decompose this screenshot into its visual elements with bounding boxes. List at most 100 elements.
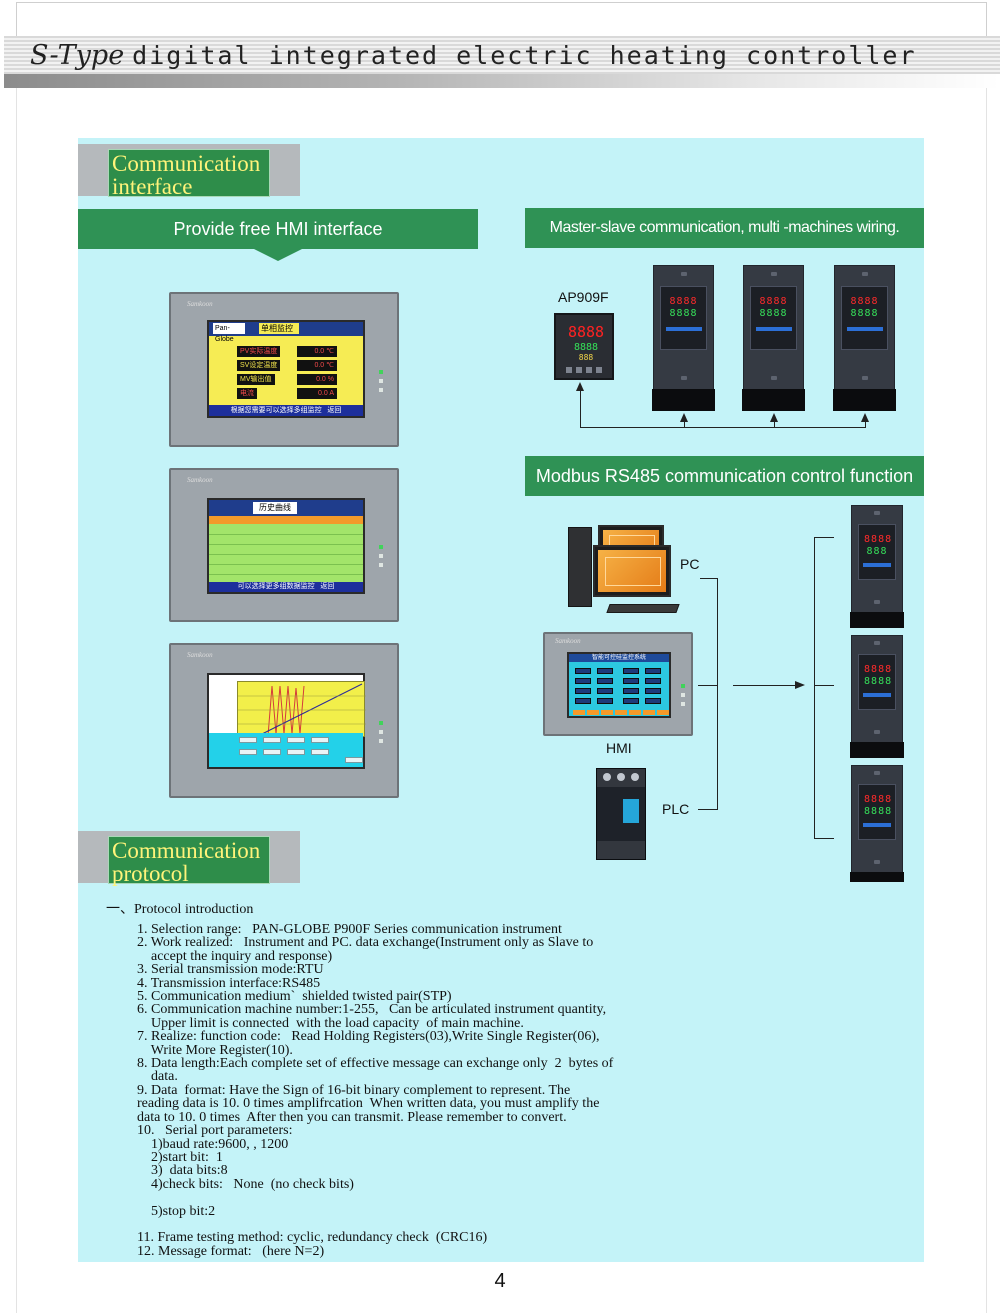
wire [814,838,834,839]
screen-val-current: 0.0 A [297,388,337,399]
controller-face: 8888 8888 [841,286,888,350]
pc-keyboard [606,604,680,613]
wire [717,578,718,810]
brand-mark: S-Type [30,40,125,71]
plc-label: PLC [662,801,690,817]
hmi-small-screen: 智能可控硅监控系统 [567,652,671,718]
controller-green-display: 888 [866,546,888,557]
screen-bottombar[interactable]: 根据您需要可以选择多组监控 返回 [209,405,363,416]
control-button[interactable] [311,749,329,755]
banner-modbus: Modbus RS485 communication control funct… [525,456,924,496]
arrow-right [795,681,805,689]
hmi-leds [379,369,383,398]
left-margin-rule [16,88,17,1313]
wire [698,809,718,810]
hmi-leds [379,545,383,573]
header-gradient-bar [4,74,1000,88]
controller-face: 8888 8888 [858,654,896,710]
banner-master-slave: Master-slave communication, multi -machi… [525,208,924,248]
screen-row-sv: SV设定温度 [237,360,281,371]
protocol-line [137,1191,613,1204]
arrow-up [861,413,869,422]
screen-title: 历史曲线 [253,502,297,514]
controller-red-display: 8888 [864,534,893,545]
controller-red-display: 8888 [864,664,893,675]
slave-controller-2: 8888 8888 [742,265,805,411]
trend-controls [209,733,363,767]
control-button[interactable] [239,737,257,743]
section-tag-protocol-label: Communication protocol [108,836,270,886]
trend-lines [238,683,366,737]
hmi-screen-1: Pan-Globe 单相监控 PV实际温度 0.0 ℃ SV设定温度 0.0 ℃… [207,320,365,418]
protocol-intro: 一、Protocol introduction [106,902,254,917]
control-button[interactable] [263,737,281,743]
plc-module [596,768,646,860]
screen-row-pv: PV实际温度 [237,346,281,357]
wire [700,578,718,579]
hmi-panel-2: Samkoon 历史曲线 可以选择更多组数据监控 返回 [169,468,399,622]
header-right-line [986,2,987,36]
protocol-list: 1. Selection range: PAN-GLOBE P900F Seri… [137,922,613,1258]
controller-face: 8888 8888 [750,286,797,350]
screen-val-sv: 0.0 ℃ [297,360,337,371]
screen-topbar: 智能可控硅监控系统 [569,654,669,662]
controller-red-display: 8888 [850,296,879,307]
hmi-brand: Samkoon [187,476,213,484]
controller-face: 8888 8888 [660,286,707,350]
back-button[interactable]: 返回 [327,407,342,414]
control-button[interactable] [287,749,305,755]
right-margin-rule [986,88,987,1313]
screen-val-mv: 0.0 % [297,374,337,385]
screen-row-current: 电流 [237,388,257,399]
pc-tower [568,527,592,607]
trend-chart [237,681,366,737]
controller-face: 8888 888 [858,524,896,580]
hmi-small-panel: Samkoon 智能可控硅监控系统 [543,632,693,736]
screen-bottombar[interactable]: 可以选择更多组数据监控 返回 [209,582,363,592]
hmi-panel-1: Samkoon Pan-Globe 单相监控 PV实际温度 0.0 ℃ SV设定… [169,292,399,447]
slave-controller-3: 8888 8888 [833,265,896,411]
ap909-green-display: 8888 [573,342,599,353]
controller-green-display: 8888 [759,308,788,319]
slave-controller-1: 8888 8888 [652,265,715,411]
wire [814,537,834,538]
screen-title: 智能可控硅监控系统 [591,655,646,661]
protocol-line: Upper limit is connected with the load c… [137,1015,524,1031]
wire [580,427,866,428]
control-button[interactable] [311,737,329,743]
control-button[interactable] [345,757,363,763]
protocol-line [137,1218,613,1231]
controller-red-display: 8888 [669,296,698,307]
controller-face: 8888 8888 [858,784,896,840]
protocol-line: 3) data bits:8 [137,1163,228,1179]
controller-red-display: 8888 [864,794,893,805]
control-button[interactable] [263,749,281,755]
tag-line-2: protocol [112,861,189,886]
hmi-brand: Samkoon [187,300,213,308]
ap909-red-display: 8888 [567,323,605,341]
page-number: 4 [494,1270,506,1292]
protocol-line: 3. Serial transmission mode:RTU [137,962,324,978]
title-text: digital integrated electric heating cont… [132,41,917,70]
rs485-controller-1: 8888 888 [850,505,904,628]
screen-title: 单相监控 [259,323,299,334]
wire [814,685,834,686]
header-top-line [16,2,986,3]
control-button[interactable] [239,749,257,755]
header-left-line [16,2,17,36]
hmi-screen-2: 历史曲线 可以选择更多组数据监控 返回 [207,498,365,594]
tag-line-1: Communication [112,838,261,863]
arrow-up [576,382,584,391]
plc-label-plate [623,799,639,823]
protocol-line: 2. Work realized: Instrument and PC. dat… [137,935,594,951]
history-table [209,516,363,586]
control-button[interactable] [287,737,305,743]
protocol-line: accept the inquiry and response) [137,948,333,964]
screen-val-pv: 0.0 ℃ [297,346,337,357]
wire [774,416,775,428]
hmi-brand: Samkoon [555,637,581,645]
controller-green-display: 8888 [864,806,893,817]
back-button[interactable]: 返回 [320,583,335,590]
protocol-line: 4)check bits: None (no check bits) [137,1176,354,1192]
